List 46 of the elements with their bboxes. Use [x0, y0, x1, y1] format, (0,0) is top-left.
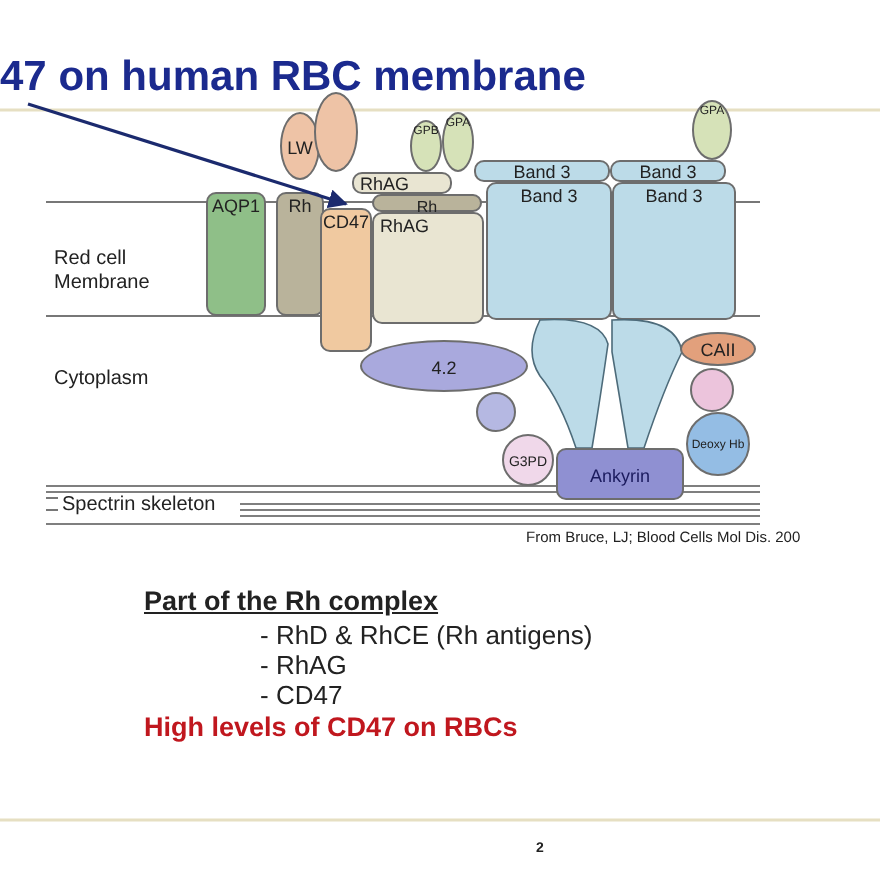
- protein-name: LW: [287, 139, 313, 157]
- region-label: Cytoplasm: [54, 368, 149, 391]
- protein-name: Band 3: [520, 188, 578, 206]
- protein-oval: [280, 112, 320, 180]
- protein-block: [206, 192, 266, 316]
- protein-oval: [314, 92, 358, 172]
- protein-block: [474, 160, 610, 182]
- protein-oval: [442, 112, 474, 172]
- highlight-text: High levels of CD47 on RBCs: [144, 712, 518, 744]
- arrow: [27, 102, 348, 208]
- protein-name: Ankyrin: [589, 467, 650, 485]
- protein-circle: [690, 368, 734, 412]
- protein-block: [320, 208, 372, 352]
- list-heading: Part of the Rh complex: [144, 586, 439, 618]
- protein-block: [276, 192, 324, 316]
- protein-name: CD47: [322, 214, 369, 232]
- protein-name: Band 3: [513, 164, 571, 182]
- protein-name: Band 3: [639, 164, 697, 182]
- protein-circle: [502, 434, 554, 486]
- protein-oval: [680, 332, 756, 366]
- protein-name: RhAG: [360, 176, 410, 194]
- protein-block: [610, 160, 726, 182]
- protein-block: [352, 172, 452, 194]
- protein-name: CAII: [700, 342, 736, 360]
- protein-block: [372, 212, 484, 324]
- list-item: - CD47: [260, 682, 343, 712]
- slide-title: 47 on human RBC membrane: [0, 54, 586, 102]
- protein-name: RhAG: [380, 218, 430, 236]
- protein-name: Rh: [416, 200, 438, 216]
- protein-block: [556, 448, 684, 500]
- protein-block: [612, 182, 736, 320]
- protein-name: Band 3: [645, 188, 703, 206]
- protein-name: 4.2: [431, 359, 457, 377]
- list-item: - RhD & RhCE (Rh antigens): [260, 622, 593, 652]
- protein-name: AQP1: [211, 198, 260, 216]
- protein-circle: [686, 412, 750, 476]
- region-label: Spectrin skeleton: [62, 494, 216, 517]
- protein-oval: [360, 340, 528, 392]
- protein-block: [486, 182, 612, 320]
- region-label: Red cell Membrane: [54, 248, 152, 294]
- protein-circle: [476, 392, 516, 432]
- list-item: - RhAG: [260, 652, 347, 682]
- protein-oval: [410, 120, 442, 172]
- protein-oval: [692, 100, 732, 160]
- protein-block: [372, 194, 482, 212]
- protein-name: Rh: [288, 198, 312, 216]
